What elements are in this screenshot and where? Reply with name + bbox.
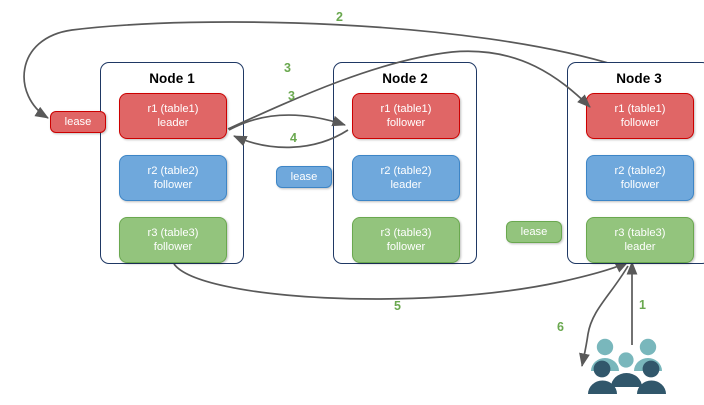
node-node1[interactable]: Node 1 r1 (table1) leader r2 (table2) fo… — [100, 62, 244, 264]
step-label-4: 4 — [290, 131, 297, 145]
node2-replica-r2[interactable]: r2 (table2) leader — [352, 155, 460, 201]
node2-replica-r2-role: leader — [390, 179, 422, 191]
lease-pill-table1[interactable]: lease — [50, 111, 106, 133]
node-node2[interactable]: Node 2 r1 (table1) follower r2 (table2) … — [333, 62, 477, 264]
node2-replica-r3-role: follower — [386, 241, 426, 253]
node1-replica-r1-role: leader — [157, 117, 189, 129]
edge-step-3-upper — [227, 50, 591, 130]
edge-step-6 — [579, 265, 629, 368]
node3-replica-r3-role: leader — [624, 241, 656, 253]
node3-replica-r2[interactable]: r2 (table2) follower — [586, 155, 694, 201]
edge-step-2 — [23, 21, 619, 119]
step-label-2: 2 — [336, 10, 343, 24]
node1-replica-r2-name: r2 (table2) — [147, 165, 199, 177]
node-node3[interactable]: Node 3 r1 (table1) follower r2 (table2) … — [567, 62, 704, 264]
node3-replica-r2-name: r2 (table2) — [614, 165, 666, 177]
node2-replica-r3[interactable]: r3 (table3) follower — [352, 217, 460, 263]
node3-title: Node 3 — [616, 71, 662, 86]
node1-replica-r1[interactable]: r1 (table1) leader — [119, 93, 227, 139]
node1-replica-r1-name: r1 (table1) — [147, 103, 199, 115]
people-icon-front-row — [588, 360, 666, 394]
lease-pill-table1-label: lease — [64, 116, 92, 128]
node3-replica-r1-role: follower — [620, 117, 660, 129]
step-label-5: 5 — [394, 299, 401, 313]
lease-pill-table2[interactable]: lease — [276, 166, 332, 188]
lease-pill-table3-label: lease — [520, 226, 548, 238]
node3-replica-r1-name: r1 (table1) — [614, 103, 666, 115]
node3-replica-r3[interactable]: r3 (table3) leader — [586, 217, 694, 263]
edge-step-5 — [173, 261, 629, 300]
node3-replica-r1[interactable]: r1 (table1) follower — [586, 93, 694, 139]
node1-replica-r3-name: r3 (table3) — [147, 227, 199, 239]
node2-replica-r3-name: r3 (table3) — [380, 227, 432, 239]
node1-replica-r2-role: follower — [153, 179, 193, 191]
node3-replica-r2-role: follower — [620, 179, 660, 191]
node3-replica-r3-name: r3 (table3) — [614, 227, 666, 239]
node2-replica-r1-name: r1 (table1) — [380, 103, 432, 115]
node2-replica-r1-role: follower — [386, 117, 426, 129]
node1-replica-r3-role: follower — [153, 241, 193, 253]
lease-pill-table3[interactable]: lease — [506, 221, 562, 243]
step-label-3b: 3 — [288, 89, 295, 103]
edge-step-4 — [233, 129, 349, 149]
node1-replica-r3[interactable]: r3 (table3) follower — [119, 217, 227, 263]
node2-replica-r2-name: r2 (table2) — [380, 165, 432, 177]
node1-title: Node 1 — [149, 71, 195, 86]
node2-replica-r1[interactable]: r1 (table1) follower — [352, 93, 460, 139]
node1-replica-r2[interactable]: r2 (table2) follower — [119, 155, 227, 201]
lease-pill-table2-label: lease — [290, 171, 318, 183]
edge-step-3-lower — [228, 114, 346, 131]
node2-title: Node 2 — [382, 71, 428, 86]
step-label-3a: 3 — [284, 61, 291, 75]
step-label-1: 1 — [639, 298, 646, 312]
step-label-6: 6 — [557, 320, 564, 334]
